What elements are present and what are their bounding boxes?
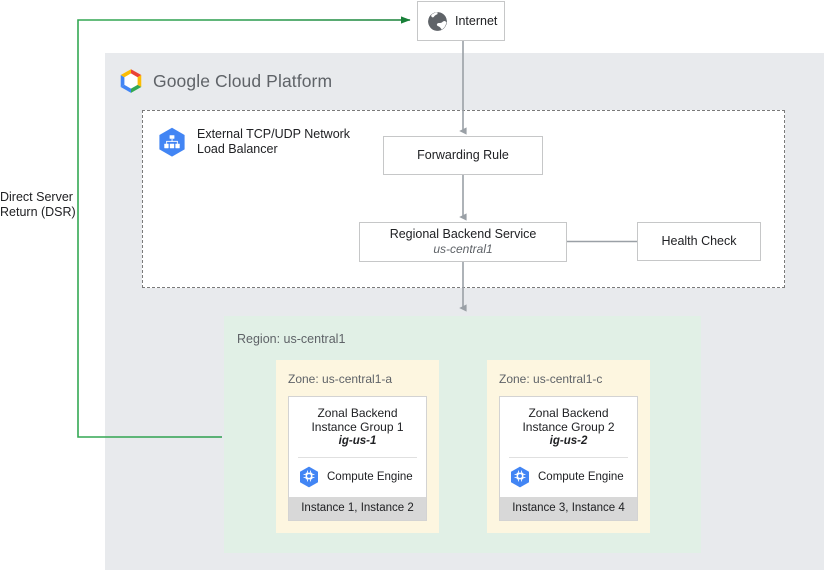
- forwarding-rule-node: Forwarding Rule: [383, 136, 543, 175]
- instance-group-1-divider: [298, 457, 417, 458]
- instance-group-1-id: ig-us-1: [338, 435, 377, 447]
- instance-group-2-name-line1: Zonal Backend: [528, 406, 609, 420]
- load-balancer-label: External TCP/UDP Network Load Balancer: [197, 127, 350, 157]
- google-cloud-logo-icon: [118, 68, 144, 95]
- instance-group-2-id: ig-us-2: [549, 435, 588, 447]
- backend-service-subtitle: us-central1: [433, 242, 493, 256]
- instance-group-1-service-label: Compute Engine: [327, 471, 413, 483]
- backend-service-node: Regional Backend Service us-central1: [359, 222, 567, 262]
- globe-icon: [427, 11, 448, 32]
- health-check-node: Health Check: [637, 222, 761, 261]
- compute-engine-icon: [299, 466, 319, 488]
- dsr-label-line2: Return (DSR): [0, 205, 76, 219]
- instance-group-2-name: Zonal Backend Instance Group 2: [506, 406, 631, 434]
- instance-group-1-name: Zonal Backend Instance Group 1: [295, 406, 420, 434]
- load-balancer-label-line2: Load Balancer: [197, 142, 278, 156]
- instance-group-2-service: Compute Engine: [500, 458, 637, 497]
- instance-group-1-service: Compute Engine: [289, 458, 426, 497]
- network-load-balancer-icon: [158, 127, 186, 158]
- instance-group-2-divider: [509, 457, 628, 458]
- instance-group-card-2: Zonal Backend Instance Group 2 ig-us-2: [499, 396, 638, 521]
- instance-group-1-header: Zonal Backend Instance Group 1 ig-us-1: [289, 397, 426, 457]
- forwarding-rule-title: Forwarding Rule: [417, 148, 509, 162]
- backend-service-title: Regional Backend Service: [389, 227, 537, 241]
- instance-group-1-name-line1: Zonal Backend: [317, 406, 398, 420]
- gcp-title-bold: Google: [153, 71, 211, 91]
- internet-node: Internet: [417, 1, 505, 41]
- compute-engine-icon: [510, 466, 530, 488]
- instance-group-1-instances: Instance 1, Instance 2: [289, 497, 426, 520]
- zone-label-us-central1-a: Zone: us-central1-a: [288, 372, 393, 386]
- load-balancer-badge: External TCP/UDP Network Load Balancer: [158, 127, 350, 158]
- dsr-label-line1: Direct Server: [0, 190, 73, 204]
- internet-label: Internet: [455, 14, 498, 28]
- health-check-title: Health Check: [661, 234, 737, 248]
- instance-group-2-instances: Instance 3, Instance 4: [500, 497, 637, 520]
- zone-label-us-central1-c: Zone: us-central1-c: [499, 372, 603, 386]
- google-cloud-platform-header: Google Cloud Platform: [118, 68, 332, 95]
- gcp-title-rest: Cloud Platform: [210, 71, 333, 91]
- direct-server-return-label: Direct Server Return (DSR): [0, 190, 76, 220]
- instance-group-2-header: Zonal Backend Instance Group 2 ig-us-2: [500, 397, 637, 457]
- google-cloud-platform-title: Google Cloud Platform: [153, 71, 332, 92]
- region-label: Region: us-central1: [237, 332, 346, 346]
- instance-group-2-service-label: Compute Engine: [538, 471, 624, 483]
- instance-group-1-name-line2: Instance Group 1: [311, 420, 404, 434]
- instance-group-card-1: Zonal Backend Instance Group 1 ig-us-1: [288, 396, 427, 521]
- load-balancer-label-line1: External TCP/UDP Network: [197, 127, 351, 141]
- instance-group-2-name-line2: Instance Group 2: [522, 420, 615, 434]
